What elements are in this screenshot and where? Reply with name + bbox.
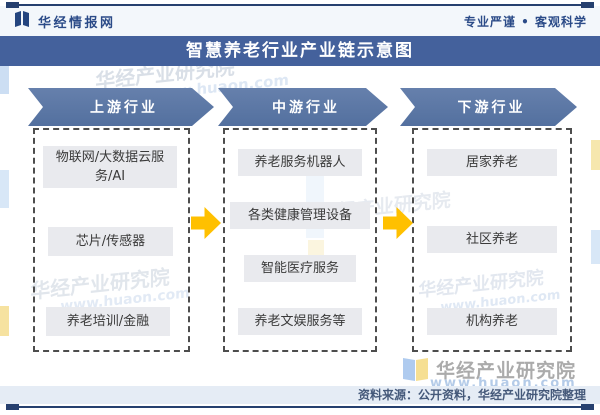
top-rule (6, 2, 594, 8)
column-header-label: 上游行业 (90, 100, 158, 116)
watermark-square (591, 230, 600, 264)
bottom-rule (6, 404, 594, 410)
diagram-item: 社区养老 (427, 226, 557, 253)
site-name: 华经情报网 (38, 15, 116, 31)
watermark-square (0, 60, 9, 94)
rule-endcap (581, 2, 594, 8)
title-banner: 智慧养老行业产业链示意图 (0, 36, 600, 66)
column-header-downstream: 下游行业 (400, 88, 577, 126)
footer-bar: 资料来源：公开资料，华经产业研究院整理 (0, 386, 600, 404)
diagram-item: 养老服务机器人 (238, 149, 362, 176)
column-header-midstream: 中游行业 (218, 88, 388, 126)
upstream-group-box (33, 128, 190, 352)
watermark-square (0, 170, 9, 208)
diagram-item: 养老文娱服务等 (238, 308, 362, 335)
downstream-group-box (412, 128, 572, 352)
diagram-item: 居家养老 (427, 149, 557, 176)
midstream-group-box (223, 128, 377, 352)
header-slogan: 专业严谨 • 客观科学 (463, 14, 587, 29)
column-header-label: 中游行业 (272, 100, 340, 116)
diagram-item: 各类健康管理设备 (230, 202, 370, 229)
column-header-label: 下游行业 (457, 100, 526, 116)
source-note: 资料来源：公开资料，华经产业研究院整理 (357, 388, 586, 402)
diagram-item: 机构养老 (427, 308, 557, 335)
watermark-square (0, 306, 9, 336)
flow-arrow-icon (191, 207, 221, 239)
diagram-item: 物联网/大数据云服务/AI (43, 146, 177, 188)
diagram-item: 养老培训/金融 (46, 307, 170, 336)
bottom-brand-name: 华经产业研究院 (436, 360, 577, 382)
watermark-square (591, 140, 600, 170)
rule-endcap (6, 404, 19, 410)
huaon-book-logo-icon (402, 357, 430, 383)
logo-page-left (403, 357, 415, 381)
rule-endcap (6, 2, 19, 8)
diagram-item: 智能医疗服务 (244, 255, 356, 282)
site-brand: 华经情报网 (13, 11, 116, 31)
rule-endcap (581, 404, 594, 410)
logo-page-right (416, 357, 428, 381)
bottom-brand: 华经产业研究院 (402, 356, 576, 383)
diagram-item: 芯片/传感器 (48, 227, 173, 256)
column-header-upstream: 上游行业 (28, 88, 214, 126)
page-title: 智慧养老行业产业链示意图 (186, 41, 414, 61)
header-bar: 华经情报网 专业严谨 • 客观科学 (0, 6, 600, 36)
huajing-book-logo-icon (13, 11, 31, 31)
